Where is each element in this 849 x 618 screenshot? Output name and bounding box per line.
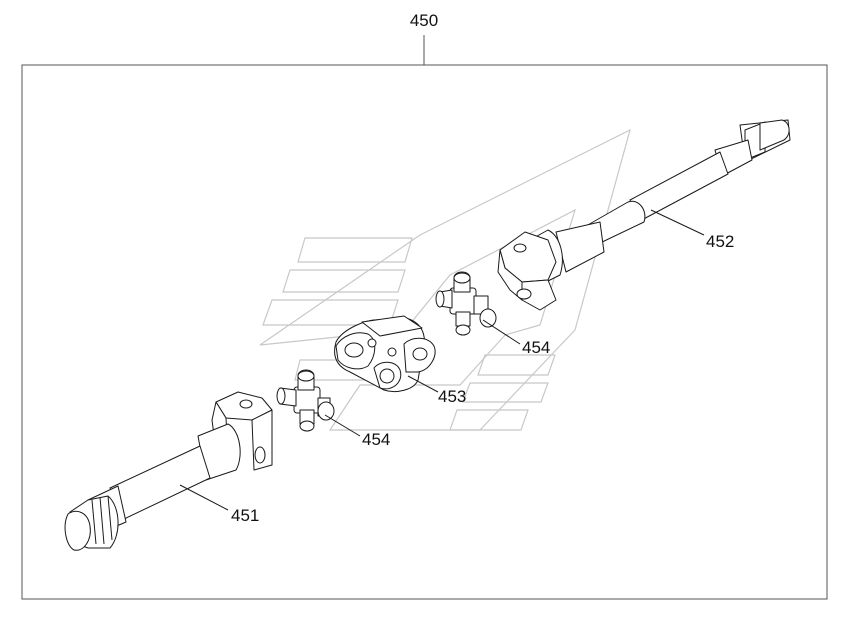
callout-450: 450 (410, 11, 438, 30)
diagram-frame (21, 64, 828, 600)
upper-yoke (497, 231, 557, 311)
callout-452: 452 (706, 232, 734, 251)
watermark-logo (259, 128, 631, 431)
spider-lower (276, 369, 335, 432)
callout-454-lower: 454 (362, 430, 390, 449)
lower-shaft (64, 423, 241, 551)
spider-upper (435, 271, 497, 336)
upper-shaft (529, 119, 791, 286)
callout-454-upper: 454 (522, 338, 550, 357)
callout-451: 451 (231, 506, 259, 525)
leader-lines (179, 209, 705, 511)
center-yoke (334, 315, 436, 393)
callout-453: 453 (438, 387, 466, 406)
